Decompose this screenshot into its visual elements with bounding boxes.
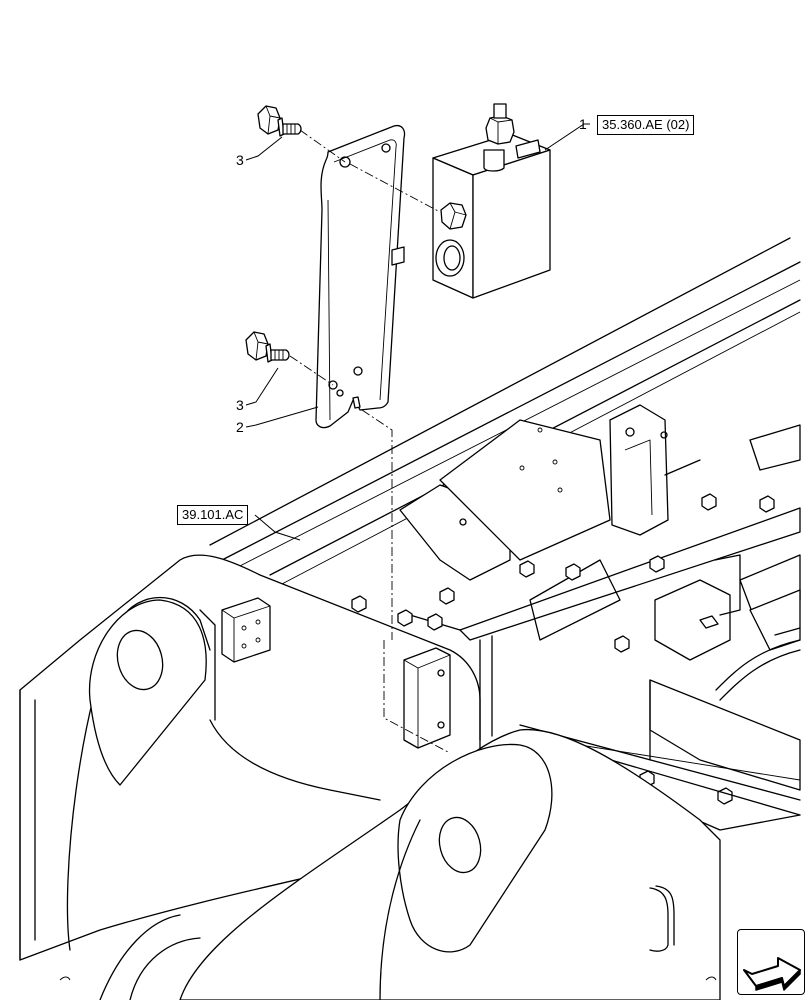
callout-2: 2	[236, 419, 244, 435]
callout-3-upper: 3	[236, 152, 244, 168]
leader-lines	[245, 123, 590, 541]
mounting-plate	[315, 124, 406, 429]
valve-reference-link[interactable]: 35.360.AE (02)	[597, 115, 695, 135]
lower-bolt	[245, 331, 290, 363]
navigation-button[interactable]	[737, 929, 805, 995]
frame-cross-member	[399, 419, 801, 641]
frame-reference-link[interactable]: 39.101.AC	[177, 505, 249, 525]
right-lift-arm	[99, 728, 721, 1000]
grab-handle	[649, 885, 675, 952]
valve-block	[432, 103, 551, 299]
arm-mounting-block	[221, 597, 271, 663]
frame-right-bracket	[609, 404, 701, 536]
callout-3-lower: 3	[236, 397, 244, 413]
upper-bolt	[257, 105, 302, 137]
callout-1: 1	[579, 116, 587, 132]
arm-side-plate	[403, 635, 493, 749]
ground-marks	[59, 976, 717, 981]
frame-right-plates	[654, 424, 801, 701]
arrow-icon	[743, 957, 801, 991]
assembly-centerlines	[289, 129, 449, 753]
